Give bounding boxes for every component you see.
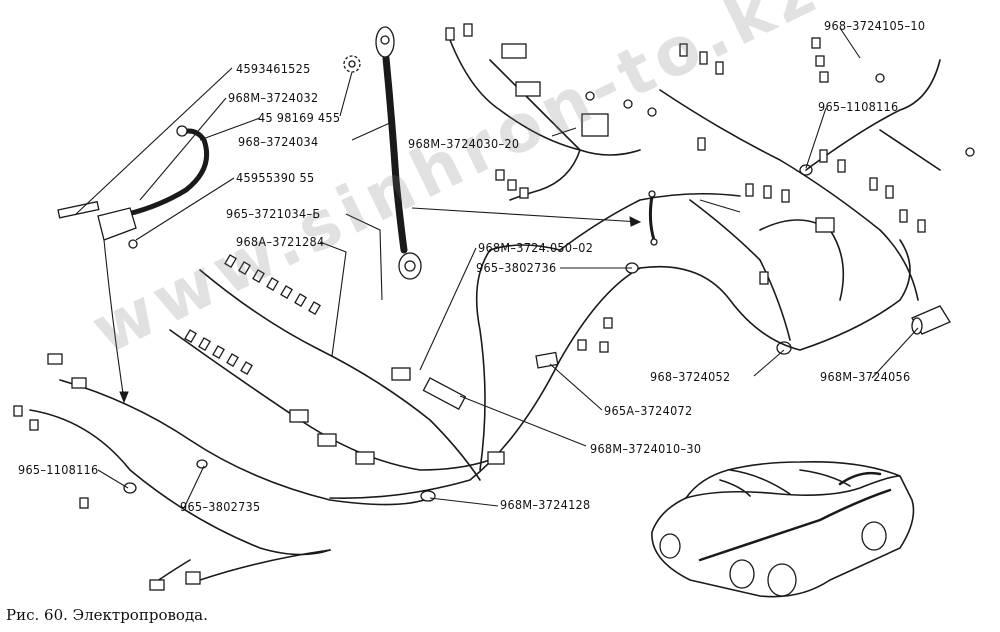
figure-caption: Рис. 60. Электропровода. [6,606,208,624]
battery-ground-cable [57,125,210,249]
protective-sleeve [911,305,951,335]
label-965-3802736: 965–3802736 [476,260,557,275]
battery-positive-cable [375,26,422,280]
front-connectors [13,254,505,591]
label-965-3802735: 965–3802735 [180,499,261,514]
label-4598169455: 45 98169 455 [258,110,341,125]
label-968-3724052: 968–3724052 [650,369,731,384]
ground-strap [648,190,658,246]
label-968m-3724032: 968М–3724032 [228,90,319,105]
terminal-cover [535,351,559,369]
front-harness [29,244,641,587]
label-968-3724034: 968–3724034 [238,134,319,149]
label-968a-3721284: 968А–3721284 [236,234,325,249]
label-965a-3724072: 965А–3724072 [604,403,693,418]
rear-connectors [577,37,975,353]
label-4595539055: 45955390 55 [236,170,315,185]
label-965-1108116-left: 965–1108116 [18,462,99,477]
label-965-3721034-b: 965–3721034–Б [226,206,321,221]
label-968m-3724050-02: 968М–3724.050–02 [478,240,594,255]
label-968m-3724010-30: 968М–3724010–30 [590,441,702,456]
label-4593461525: 4593461525 [236,61,311,76]
dashboard-harness [445,23,657,201]
label-968m-3724030-20: 968М–3724030–20 [408,136,520,151]
assembly-arrows [103,199,741,404]
label-968m-3724056: 968М–3724056 [820,369,911,384]
label-968m-3724128: 968М–3724128 [500,497,591,512]
lock-washer [343,55,361,73]
car-outline [651,460,915,598]
label-965-1108116-top: 965–1108116 [818,99,899,114]
label-968-3724105-10: 968–3724105–10 [824,18,926,33]
leader-lines [75,27,919,509]
